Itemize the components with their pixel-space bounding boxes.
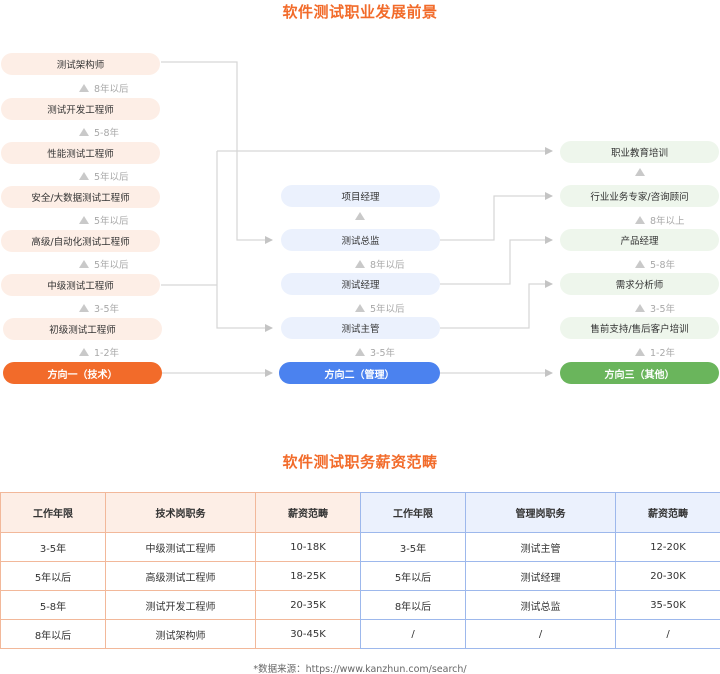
step-label: 8年以后 (79, 81, 129, 95)
node-project-manager[interactable]: 项目经理 (281, 185, 440, 207)
node-vocational-training[interactable]: 职业教育培训 (560, 141, 719, 163)
cell: 30-45K (255, 619, 361, 649)
table-row: 8年以后 测试架构师 30-45K (0, 619, 361, 649)
cell: 3-5年 (0, 532, 106, 562)
step-label: 1-2年 (79, 345, 119, 359)
cell: / (360, 619, 466, 649)
step-label: 1-2年 (635, 345, 675, 359)
node-test-director[interactable]: 测试总监 (281, 229, 440, 251)
node-junior-test-engineer[interactable]: 初级测试工程师 (3, 318, 162, 340)
cell: 中级测试工程师 (105, 532, 256, 562)
cell: 测试开发工程师 (105, 590, 256, 620)
cell: 5年以后 (360, 561, 466, 591)
step-label: 5-8年 (79, 125, 119, 139)
step-label: 5-8年 (635, 257, 675, 271)
cell: 5-8年 (0, 590, 106, 620)
step-label: 3-5年 (79, 301, 119, 315)
step-label: 3-5年 (635, 301, 675, 315)
up-arrow-icon (79, 172, 89, 180)
salary-title: 软件测试职务薪资范畴 (282, 453, 438, 471)
tech-salary-table: 工作年限 技术岗职务 薪资范畴 3-5年 中级测试工程师 10-18K 5年以后… (0, 492, 361, 649)
step-label: 3-5年 (355, 345, 395, 359)
col-header: 管理岗职务 (465, 492, 616, 533)
up-arrow-icon (79, 128, 89, 136)
col-header: 工作年限 (0, 492, 106, 533)
up-arrow-icon (79, 348, 89, 356)
connector-lines (161, 61, 553, 377)
cell: 5年以后 (0, 561, 106, 591)
cell: 测试经理 (465, 561, 616, 591)
cell: 测试主管 (465, 532, 616, 562)
up-arrow-icon (635, 348, 645, 356)
node-presales-aftersales-training[interactable]: 售前支持/售后客户培训 (560, 317, 719, 339)
career-title: 软件测试职业发展前景 (282, 3, 438, 21)
node-requirements-analyst[interactable]: 需求分析师 (560, 273, 719, 295)
up-arrow-icon (355, 260, 365, 268)
table-header-row: 工作年限 技术岗职务 薪资范畴 (0, 492, 361, 533)
step-label (355, 212, 365, 220)
head-direction-tech[interactable]: 方向一（技术） (3, 362, 162, 384)
cell: 12-20K (615, 532, 720, 562)
up-arrow-icon (355, 348, 365, 356)
head-direction-other[interactable]: 方向三（其他） (560, 362, 719, 384)
col-header: 技术岗职务 (105, 492, 256, 533)
cell: 20-30K (615, 561, 720, 591)
node-senior-automation-engineer[interactable]: 高级/自动化测试工程师 (1, 230, 160, 252)
col-header: 薪资范畴 (615, 492, 720, 533)
up-arrow-icon (355, 304, 365, 312)
step-label (635, 168, 645, 176)
node-test-dev-engineer[interactable]: 测试开发工程师 (1, 98, 160, 120)
step-label: 5年以后 (79, 257, 129, 271)
table-row: 3-5年 中级测试工程师 10-18K (0, 532, 361, 562)
node-industry-expert-consultant[interactable]: 行业业务专家/咨询顾问 (560, 185, 719, 207)
cell: / (465, 619, 616, 649)
cell: / (615, 619, 720, 649)
up-arrow-icon (79, 216, 89, 224)
up-arrow-icon (635, 168, 645, 176)
col-header: 工作年限 (360, 492, 466, 533)
step-label: 8年以上 (635, 213, 685, 227)
node-test-manager[interactable]: 测试经理 (281, 273, 440, 295)
node-product-manager[interactable]: 产品经理 (560, 229, 719, 251)
node-test-architect[interactable]: 测试架构师 (1, 53, 160, 75)
data-source-footnote: *数据来源：https://www.kanzhun.com/search/ (253, 664, 467, 674)
step-label: 5年以后 (79, 213, 129, 227)
up-arrow-icon (635, 260, 645, 268)
col-header: 薪资范畴 (255, 492, 361, 533)
node-test-supervisor[interactable]: 测试主管 (281, 317, 440, 339)
cell: 测试总监 (465, 590, 616, 620)
node-mid-test-engineer[interactable]: 中级测试工程师 (1, 274, 160, 296)
table-row: 3-5年 测试主管 12-20K (360, 532, 720, 562)
up-arrow-icon (635, 304, 645, 312)
step-label: 8年以后 (355, 257, 405, 271)
table-row: 8年以后 测试总监 35-50K (360, 590, 720, 620)
cell: 8年以后 (0, 619, 106, 649)
up-arrow-icon (79, 84, 89, 92)
table-row: 5-8年 测试开发工程师 20-35K (0, 590, 361, 620)
cell: 8年以后 (360, 590, 466, 620)
cell: 35-50K (615, 590, 720, 620)
cell: 20-35K (255, 590, 361, 620)
up-arrow-icon (355, 212, 365, 220)
cell: 18-25K (255, 561, 361, 591)
table-row: 5年以后 高级测试工程师 18-25K (0, 561, 361, 591)
step-label: 5年以后 (79, 169, 129, 183)
table-row: 5年以后 测试经理 20-30K (360, 561, 720, 591)
cell: 高级测试工程师 (105, 561, 256, 591)
table-header-row: 工作年限 管理岗职务 薪资范畴 (360, 492, 720, 533)
cell: 10-18K (255, 532, 361, 562)
node-perf-test-engineer[interactable]: 性能测试工程师 (1, 142, 160, 164)
up-arrow-icon (635, 216, 645, 224)
step-label: 5年以后 (355, 301, 405, 315)
cell: 3-5年 (360, 532, 466, 562)
head-direction-mgmt[interactable]: 方向二（管理） (279, 362, 440, 384)
mgmt-salary-table: 工作年限 管理岗职务 薪资范畴 3-5年 测试主管 12-20K 5年以后 测试… (360, 492, 720, 649)
node-security-bigdata-engineer[interactable]: 安全/大数据测试工程师 (1, 186, 160, 208)
cell: 测试架构师 (105, 619, 256, 649)
table-row: / / / (360, 619, 720, 649)
up-arrow-icon (79, 304, 89, 312)
up-arrow-icon (79, 260, 89, 268)
